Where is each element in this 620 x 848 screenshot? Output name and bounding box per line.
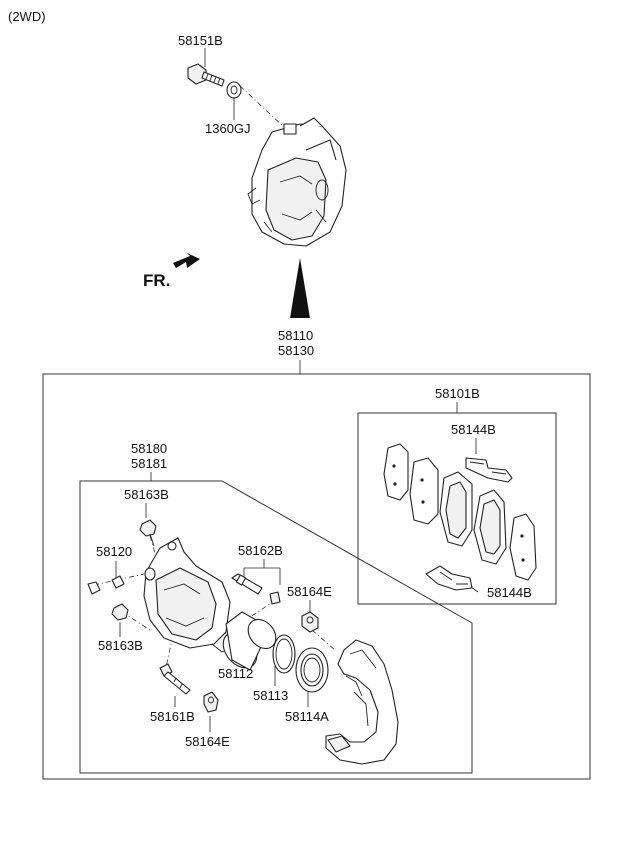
bleeder-screw-icon[interactable] [87,575,125,595]
piston-icon[interactable] [216,611,281,674]
label-58112[interactable]: 58112 [218,666,253,681]
washer-icon[interactable] [226,81,242,99]
label-58114A[interactable]: 58114A [285,709,329,724]
guide-pin-icon[interactable] [159,663,191,695]
label-58161B[interactable]: 58161B [150,709,195,724]
brake-pad-icon[interactable] [383,443,409,501]
pad-clip-icon[interactable] [425,565,473,591]
pad-clip-icon[interactable] [465,457,513,483]
label-58101B[interactable]: 58101B [435,386,480,401]
assembly-pointer-icon [290,258,310,318]
label-58164E-lower[interactable]: 58164E [185,734,230,749]
label-58162B[interactable]: 58162B [238,543,283,558]
pin-boot-icon[interactable] [301,611,319,633]
brake-pad-icon[interactable] [409,457,439,525]
bolt-icon[interactable] [187,63,225,87]
brake-pad-icon[interactable] [509,513,537,581]
caliper-bracket-icon[interactable] [325,639,399,765]
label-58181[interactable]: 58181 [131,456,167,471]
label-58110[interactable]: 58110 [278,328,313,343]
guide-bolt-icon[interactable] [139,519,157,547]
label-58130[interactable]: 58130 [278,343,314,358]
label-1360GJ[interactable]: 1360GJ [205,121,251,136]
caliper-body-icon[interactable] [143,537,231,653]
label-58180[interactable]: 58180 [131,441,167,456]
brake-pad-icon[interactable] [473,489,507,565]
piston-seal-icon[interactable] [272,634,296,674]
label-58151B[interactable]: 58151B [178,33,223,48]
assembly-frame [42,373,591,780]
guide-bolt-icon[interactable] [111,603,129,621]
front-label: FR. [143,271,170,290]
label-58163B-bottom[interactable]: 58163B [98,638,143,653]
caliper-body-frame [79,480,473,774]
label-58164E-right[interactable]: 58164E [287,584,332,599]
label-58113[interactable]: 58113 [253,688,288,703]
caliper-assembly-icon[interactable] [247,117,347,247]
label-58120[interactable]: 58120 [96,544,132,559]
piston-boot-icon[interactable] [295,647,329,693]
label-58163B-top[interactable]: 58163B [124,487,169,502]
guide-pin-icon[interactable] [231,573,263,595]
label-58144B-bottom[interactable]: 58144B [487,585,532,600]
label-58144B-top[interactable]: 58144B [451,422,496,437]
pin-boot-icon[interactable] [203,691,219,713]
guide-pin-icon[interactable] [269,591,281,605]
variant-label: (2WD) [8,9,46,24]
front-arrow-icon [173,253,200,268]
brake-pad-icon[interactable] [439,471,473,547]
